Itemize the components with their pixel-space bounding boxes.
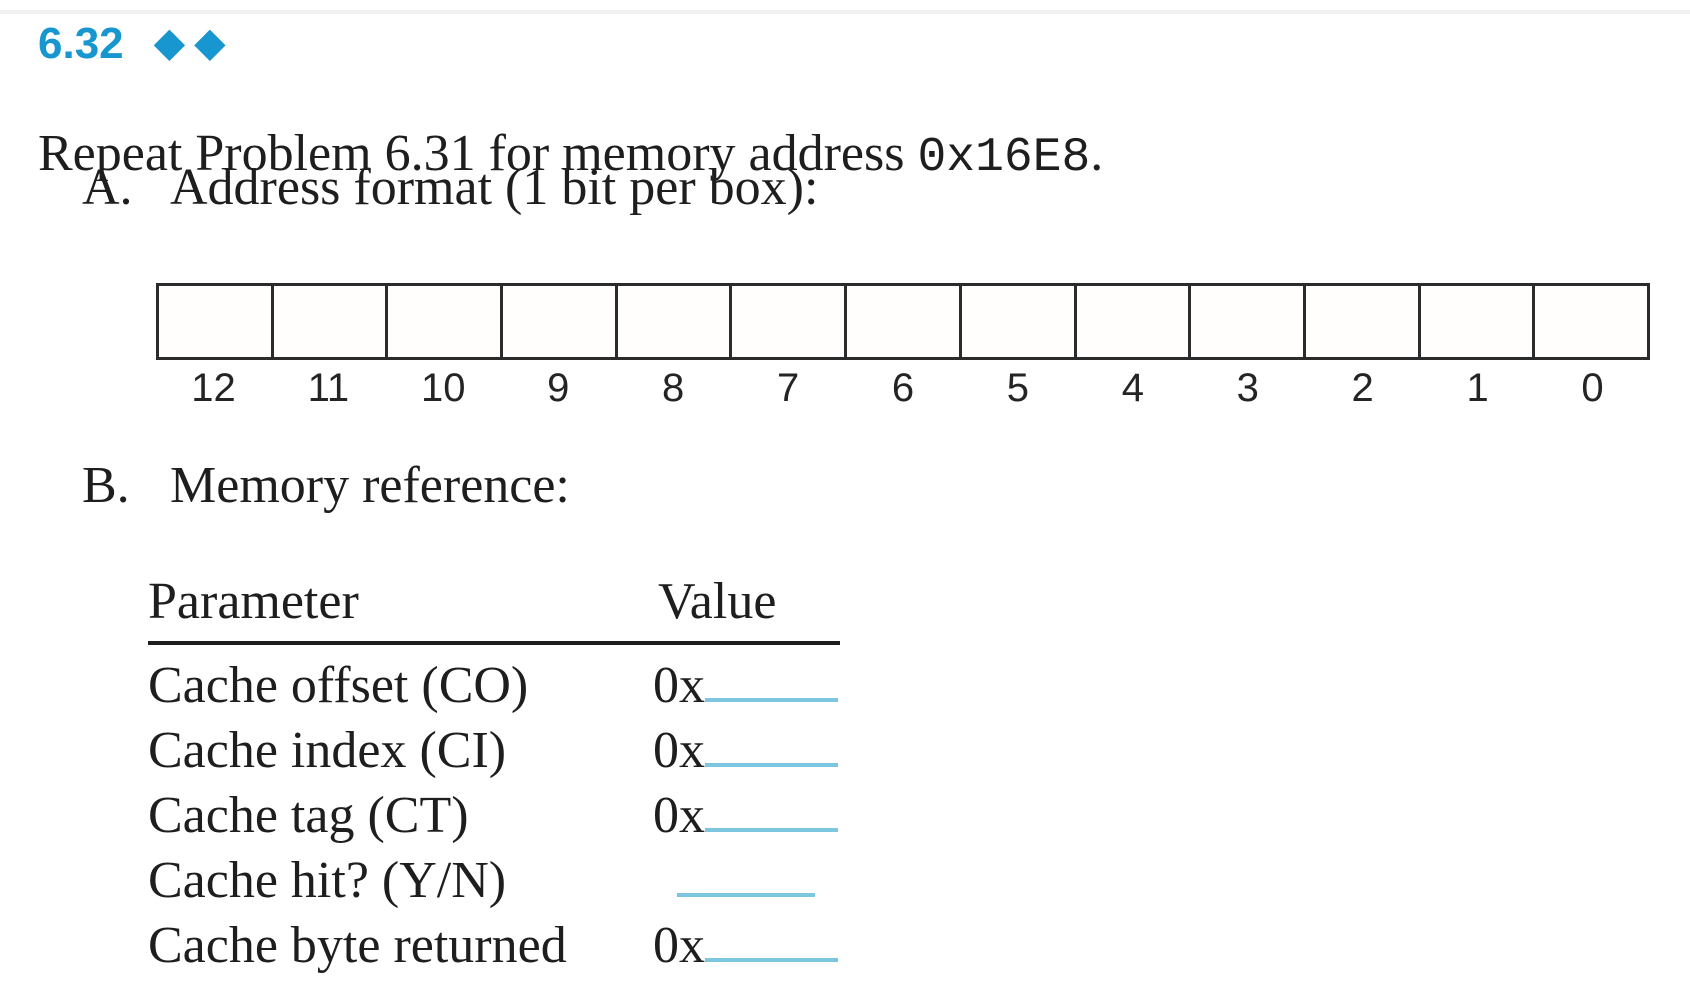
table-header-value: Value <box>658 573 777 630</box>
bit-label: 8 <box>662 366 685 410</box>
blank-answer-line[interactable] <box>705 790 838 832</box>
bit-box-8[interactable] <box>618 286 733 357</box>
problem-statement: Repeat Problem 6.31 for memory address 0… <box>38 126 1103 186</box>
hex-prefix: 0x <box>653 787 705 844</box>
page-scan-artifact <box>0 10 1690 14</box>
bit-box-6[interactable] <box>847 286 962 357</box>
hex-prefix: 0x <box>653 657 705 714</box>
statement-period: . <box>1090 125 1104 182</box>
bit-label: 5 <box>1006 366 1030 410</box>
table-header-rule <box>148 641 840 645</box>
bit-label: 7 <box>776 366 800 410</box>
bit-box-1[interactable] <box>1421 286 1536 357</box>
value-cell: 0x <box>653 783 838 848</box>
bit-box-11[interactable] <box>274 286 389 357</box>
section-a-title: Address format (1 bit per box): <box>170 159 819 216</box>
bit-box-2[interactable] <box>1306 286 1421 357</box>
bit-box-7[interactable] <box>732 286 848 357</box>
memory-address-value: 0x16E8 <box>917 131 1091 185</box>
bit-box-9[interactable] <box>503 286 618 357</box>
bit-label: 11 <box>307 366 350 410</box>
bit-box-10[interactable] <box>388 286 504 357</box>
bit-box-5[interactable] <box>962 286 1077 357</box>
blank-answer-line[interactable] <box>677 855 815 897</box>
bit-box-0[interactable] <box>1535 286 1647 357</box>
bit-label: 0 <box>1581 366 1604 410</box>
value-cell: 0x <box>653 913 838 978</box>
bit-label: 6 <box>891 366 915 410</box>
section-a-marker: A. <box>82 159 133 216</box>
table-row: Cache hit? (Y/N) <box>148 848 908 913</box>
statement-text: Repeat Problem 6.31 for memory address <box>38 125 918 182</box>
bit-label: 10 <box>421 366 466 410</box>
table-row: Cache byte returned 0x <box>148 913 908 978</box>
table-header-parameter: Parameter <box>148 573 359 630</box>
table-row: Cache offset (CO) 0x <box>148 653 908 718</box>
section-b-title: Memory reference: <box>170 457 570 514</box>
difficulty-diamond-icons: ◆◆ <box>153 18 235 66</box>
section-b-marker: B. <box>82 457 130 514</box>
address-bit-boxes <box>156 283 1650 360</box>
bit-label: 3 <box>1236 366 1259 410</box>
hex-prefix: 0x <box>653 917 705 974</box>
bit-label: 1 <box>1466 366 1489 410</box>
bit-box-3[interactable] <box>1191 286 1306 357</box>
bit-label: 9 <box>547 366 570 410</box>
problem-heading: 6.32 ◆◆ <box>38 18 235 68</box>
bit-label: 12 <box>191 366 236 410</box>
parameter-label: Cache index (CI) <box>148 722 507 779</box>
problem-number: 6.32 <box>38 19 124 68</box>
bit-box-4[interactable] <box>1077 286 1192 357</box>
value-cell: 0x <box>653 653 838 718</box>
parameter-label: Cache byte returned <box>148 917 567 974</box>
parameter-label: Cache tag (CT) <box>148 787 469 844</box>
value-cell <box>653 848 815 913</box>
blank-answer-line[interactable] <box>705 725 838 767</box>
blank-answer-line[interactable] <box>705 920 838 962</box>
table-row: Cache index (CI) 0x <box>148 718 908 783</box>
parameter-label: Cache offset (CO) <box>148 657 529 714</box>
bit-label: 2 <box>1351 366 1374 410</box>
blank-answer-line[interactable] <box>705 660 838 702</box>
value-cell: 0x <box>653 718 838 783</box>
bit-box-12[interactable] <box>159 286 274 357</box>
hex-prefix: 0x <box>653 722 705 779</box>
bit-number-labels: 12 11 10 9 8 7 6 5 4 3 2 1 0 <box>156 366 1650 410</box>
table-row: Cache tag (CT) 0x <box>148 783 908 848</box>
bit-label: 4 <box>1121 366 1144 410</box>
parameter-label: Cache hit? (Y/N) <box>148 852 507 909</box>
memory-reference-table: Cache offset (CO) 0x Cache index (CI) 0x… <box>148 653 908 978</box>
